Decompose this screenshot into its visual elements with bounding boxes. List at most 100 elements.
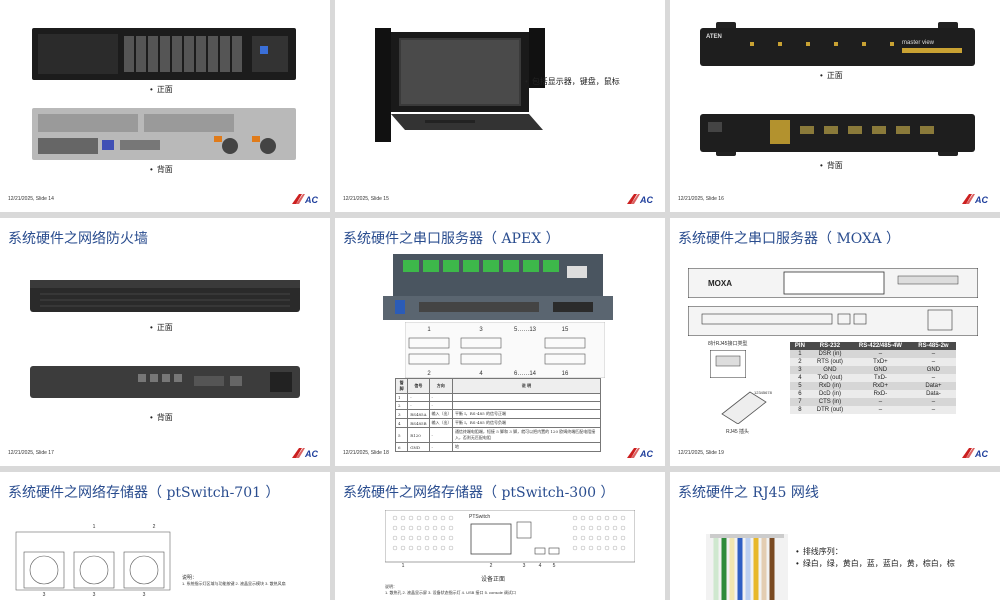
table-cell: R120 xyxy=(407,427,430,443)
moxa-brand: MOXA xyxy=(708,279,732,288)
table-cell: 6 xyxy=(394,442,409,452)
slide-title: 系统硬件之串口服务器（ MOXA ） xyxy=(678,231,901,247)
slide-21[interactable]: 系统硬件之网络存储器（ ptSwitch-300 ） PTSwitch 1 2 … xyxy=(335,472,665,600)
ptswitch-300-diagram: PTSwitch 1 2 3 4 5 xyxy=(385,510,635,568)
caption-title: 说明： xyxy=(385,584,397,589)
rj45-plug-label: RJ45 插头 xyxy=(726,429,750,435)
server-back-image xyxy=(32,108,296,160)
table-cell: – xyxy=(850,406,911,414)
port-label: 4 xyxy=(479,371,483,377)
caption-title: 说明： xyxy=(182,575,198,581)
apex-server-image xyxy=(383,254,613,320)
port-label: 15 xyxy=(562,327,569,333)
table-cell: 1 xyxy=(394,393,409,402)
slide-22[interactable]: 系统硬件之 RJ45 网线 •排线序列： •绿白，绿，黄白，蓝，蓝白，黄，棕白，… xyxy=(670,472,1000,600)
table-header: RS-422/485-4W xyxy=(850,342,911,350)
slide-footer: 12/21/2025, Slide 19 xyxy=(678,450,724,456)
slide-16[interactable]: ATEN master view •正面 •背面 12/21/2025, Sli… xyxy=(670,0,1000,212)
callout-number: 3 xyxy=(93,592,96,596)
table-cell: 平衡 I，RS-485 的信号正端 xyxy=(451,409,602,419)
slide-19[interactable]: 系统硬件之串口服务器（ MOXA ） MOXA 8针RJ45接口类型 12345… xyxy=(670,218,1000,466)
back-label: •背面 xyxy=(150,413,173,422)
table-cell: 4 xyxy=(790,374,810,382)
table-header: 方向 xyxy=(428,378,453,394)
table-cell: 2 xyxy=(394,401,409,410)
slide-15[interactable]: •包括显示器，键盘，鼠标 12/21/2025, Slide 15 xyxy=(335,0,665,212)
table-cell: GND xyxy=(407,442,430,452)
server-front-image xyxy=(32,28,296,80)
table-cell: CTS (in) xyxy=(809,398,851,406)
slide-footer: 12/21/2025, Slide 15 xyxy=(343,196,389,202)
ptswitch-701-caption: 说明： 1. 系统指示灯区域与功能按键 2. 液晶显示模块 3. 散热风扇 xyxy=(182,574,328,587)
table-cell: – xyxy=(910,374,956,382)
table-cell: 3 xyxy=(394,409,409,419)
slide-footer: 12/21/2025, Slide 18 xyxy=(343,450,389,456)
callout-number: 2 xyxy=(153,524,156,530)
rj45-jack-icon xyxy=(710,350,746,378)
table-cell: 平衡 I，RS-485 的信号负端 xyxy=(451,418,602,428)
table-cell: DcD (in) xyxy=(809,390,851,398)
table-cell: RxD (in) xyxy=(809,382,851,390)
slide-14[interactable]: •正面 •背面 12/21/2025, Slide 14 xyxy=(0,0,330,212)
table-cell: 6 xyxy=(790,390,810,398)
sac-logo-icon xyxy=(960,446,992,460)
rj45-plug-icon: 12345678 xyxy=(721,390,773,424)
firewall-front-image xyxy=(30,280,300,312)
table-cell: - xyxy=(407,393,430,402)
table-header: PIN xyxy=(790,342,810,350)
table-cell: – xyxy=(910,406,956,414)
slide-title: 系统硬件之 RJ45 网线 xyxy=(678,485,819,501)
table-row: 2-- xyxy=(394,401,602,410)
slide-20[interactable]: 系统硬件之网络存储器（ ptSwitch-701 ） 1 2 3 3 3 说明：… xyxy=(0,472,330,600)
callout-number: 3 xyxy=(43,592,46,596)
table-cell: RTS (out) xyxy=(809,358,851,366)
table-cell: RS485B xyxy=(407,418,430,428)
slide-title: 系统硬件之网络防火墙 xyxy=(8,231,148,247)
sac-logo-icon xyxy=(290,446,322,460)
table-cell: GND xyxy=(809,366,851,374)
table-cell: – xyxy=(850,398,911,406)
wire-order-heading: •排线序列： xyxy=(796,547,843,556)
callout-number: 5 xyxy=(553,563,556,568)
table-cell: 7 xyxy=(790,398,810,406)
console-bullet: •包括显示器，键盘，鼠标 xyxy=(525,77,620,86)
table-cell: 5 xyxy=(790,382,810,390)
table-header: RS-232 xyxy=(809,342,851,350)
table-cell: 通信终端电阻端，短接 5 脚和 3 脚，就可以把内置的 120 欧姆终端匹配电阻… xyxy=(451,427,602,443)
wire-order-list: •绿白，绿，黄白，蓝，蓝白，黄，棕白，棕 xyxy=(796,559,955,568)
slide-title: 系统硬件之串口服务器（ APEX ） xyxy=(343,231,560,247)
slide-17[interactable]: 系统硬件之网络防火墙 •正面 •背面 12/21/2025, Slide 17 xyxy=(0,218,330,466)
table-cell: - xyxy=(428,442,453,452)
moxa-front-image: MOXA xyxy=(688,268,978,298)
ptswitch-300-caption: 说明： 1. 散热孔 2. 液晶显示屏 3. 设备状态指示灯 4. USB 接口… xyxy=(385,584,655,596)
table-cell: 3 xyxy=(790,366,810,374)
slide-title: 系统硬件之网络存储器（ ptSwitch-300 ） xyxy=(343,485,615,501)
port-label: 3 xyxy=(479,327,483,333)
ptswitch-701-diagram: 1 2 3 3 3 xyxy=(15,524,171,596)
table-cell: DSR (in) xyxy=(809,350,851,358)
slide-footer: 12/21/2025, Slide 17 xyxy=(8,450,54,456)
table-cell: 1 xyxy=(790,350,810,358)
back-label: •背面 xyxy=(820,161,843,170)
table-cell: GND xyxy=(850,366,911,374)
table-cell: - xyxy=(428,393,453,402)
pin-numbers: 12345678 xyxy=(754,390,773,395)
kvm-front-image: ATEN master view xyxy=(700,22,975,66)
table-cell: – xyxy=(910,350,956,358)
slide-18[interactable]: 系统硬件之串口服务器（ APEX ） 1 3 5……13 15 2 4 6……1… xyxy=(335,218,665,466)
rack-console-image xyxy=(375,28,545,142)
port-label: 6……14 xyxy=(514,371,537,377)
table-header: 管脚 xyxy=(394,378,409,394)
table-cell: Data- xyxy=(910,390,956,398)
table-cell: 2 xyxy=(790,358,810,366)
